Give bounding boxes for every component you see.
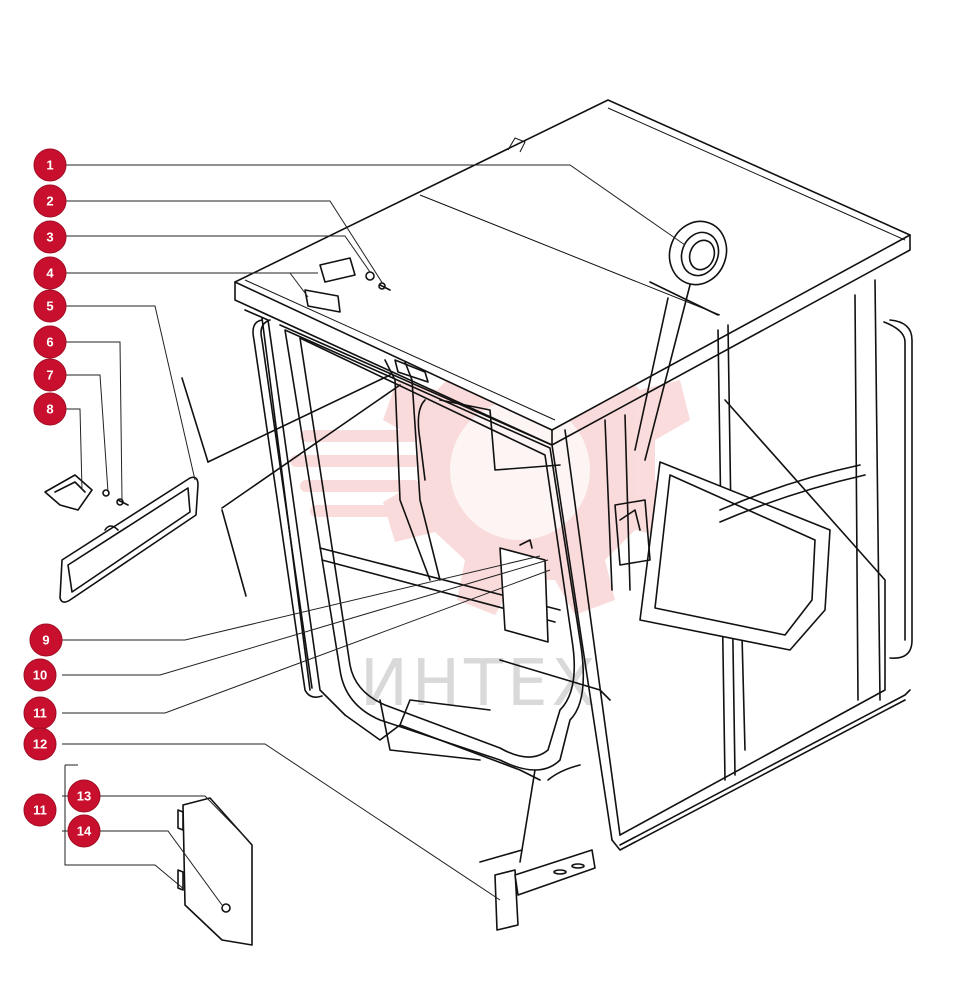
mirror-bracket-part bbox=[44, 474, 129, 511]
callout-5: 5 bbox=[33, 289, 67, 323]
callout-2: 2 bbox=[33, 184, 67, 218]
inner-plate bbox=[499, 547, 549, 643]
callout-13: 13 bbox=[67, 779, 101, 813]
callout-10: 10 bbox=[23, 658, 57, 692]
callout-4: 4 bbox=[33, 256, 67, 290]
svg-text:3: 3 bbox=[46, 230, 53, 245]
callout-11-panel: 11 bbox=[23, 793, 57, 827]
side-panel-part bbox=[177, 797, 253, 946]
seal-ring-part bbox=[668, 220, 728, 286]
callout-9: 9 bbox=[29, 623, 63, 657]
svg-text:13: 13 bbox=[77, 789, 91, 804]
svg-text:11: 11 bbox=[33, 706, 47, 721]
callout-12: 12 bbox=[23, 727, 57, 761]
svg-text:8: 8 bbox=[46, 402, 53, 417]
callout-6: 6 bbox=[33, 325, 67, 359]
seat bbox=[639, 461, 831, 651]
svg-text:7: 7 bbox=[46, 368, 53, 383]
mirror-part bbox=[59, 476, 199, 603]
svg-text:4: 4 bbox=[46, 266, 54, 281]
svg-text:11: 11 bbox=[33, 803, 47, 818]
svg-text:6: 6 bbox=[46, 335, 53, 350]
callout-1: 1 bbox=[33, 148, 67, 182]
svg-text:10: 10 bbox=[33, 668, 47, 683]
svg-text:12: 12 bbox=[33, 737, 47, 752]
callout-3: 3 bbox=[33, 220, 67, 254]
svg-text:5: 5 bbox=[46, 299, 53, 314]
callout-7: 7 bbox=[33, 358, 67, 392]
svg-text:9: 9 bbox=[42, 633, 49, 648]
callout-8: 8 bbox=[33, 392, 67, 426]
cab-body bbox=[234, 99, 913, 851]
plate-bolt-set bbox=[304, 257, 391, 313]
callout-14: 14 bbox=[67, 814, 101, 848]
cover-strip-part bbox=[494, 849, 596, 931]
svg-text:1: 1 bbox=[46, 158, 53, 173]
svg-text:2: 2 bbox=[46, 194, 53, 209]
svg-text:14: 14 bbox=[77, 824, 92, 839]
callout-11: 11 bbox=[23, 696, 57, 730]
leader-lines bbox=[62, 164, 719, 906]
